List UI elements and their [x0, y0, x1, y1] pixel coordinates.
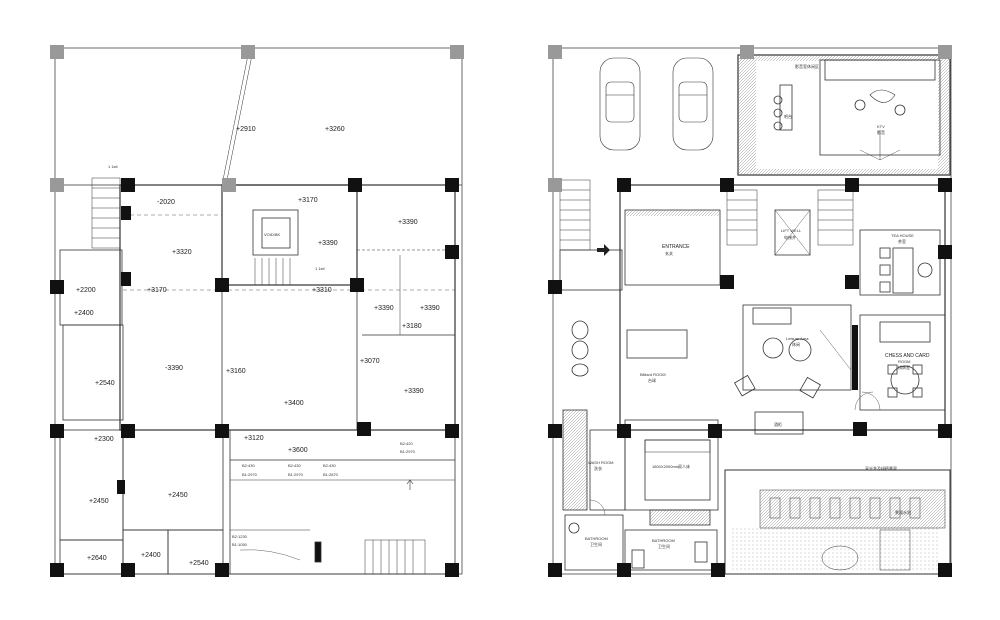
right-floor-plan — [552, 47, 952, 575]
note: B2:430 — [288, 463, 301, 468]
room-label-cn: 电梯井 — [784, 234, 796, 240]
level-label: +3390 — [420, 305, 440, 312]
note: B1:1050 — [232, 542, 248, 547]
room-label-bar: 吧台 — [784, 113, 792, 119]
room-label-chess: CHESS AND CARD — [885, 353, 930, 359]
level-label: +2400 — [141, 552, 161, 559]
level-label: +3320 — [172, 249, 192, 256]
left-level-labels: +2910 +3260 -2020 +3170 +3390 +3390 +332… — [74, 126, 440, 567]
level-label: +3390 — [318, 240, 338, 247]
level-label: +2450 — [168, 492, 188, 499]
room-label-wash: WASH ROOM — [588, 460, 613, 465]
level-label: +3170 — [298, 197, 318, 204]
room-label-cn: 棋牌室 — [898, 364, 910, 370]
room-label-desk: 酒柜 — [774, 421, 782, 427]
note: B1:2970 — [400, 449, 416, 454]
note: 1 1stl — [315, 266, 325, 271]
level-label: +3600 — [288, 447, 308, 454]
room-label-top: 影音室休闲区 — [795, 63, 819, 69]
stair-left-bottom — [364, 539, 426, 575]
note: B2:430 — [323, 463, 336, 468]
note: VOID/BK — [264, 232, 281, 237]
car-icon — [672, 57, 714, 151]
room-label-cn: 休闲 — [792, 341, 800, 347]
room-label-bath: BATHROOM — [652, 538, 675, 543]
level-label: +3070 — [360, 358, 380, 365]
note: B2:420 — [400, 441, 413, 446]
room-label-ktv: KTV — [877, 124, 885, 129]
room-label-billiard: Billiard ROOM — [640, 372, 666, 377]
level-label: +2450 — [89, 498, 109, 505]
level-label: +2200 — [76, 287, 96, 294]
level-label: +3310 — [312, 287, 332, 294]
room-label-entrance: ENTRANCE — [662, 244, 690, 250]
level-label: +2910 — [236, 126, 256, 133]
stair-right — [559, 179, 854, 251]
room-label-cn: 影音 — [877, 129, 885, 135]
left-floor-plan — [54, 47, 463, 575]
note: B1:2970 — [242, 472, 258, 477]
room-label-cn: 玄关 — [665, 250, 673, 256]
level-label: +3160 — [226, 368, 246, 375]
room-label-cn: 双人床 — [678, 463, 690, 469]
room-label-cn: 台球 — [648, 377, 656, 383]
level-label: +3180 — [402, 323, 422, 330]
note: 1 1stl — [108, 164, 118, 169]
room-label-cn: 洗衣 — [594, 465, 602, 471]
level-label: +3390 — [404, 388, 424, 395]
level-label: +3120 — [244, 435, 264, 442]
room-label-leisure: Leisure Area — [786, 336, 809, 341]
right-room-labels: ENTRANCE 玄关 LIFT WELL 电梯井 TEA HOUSE 茶室 B… — [585, 63, 930, 549]
level-label: +3390 — [398, 219, 418, 226]
note: B1:2970 — [288, 472, 304, 477]
level-label: +3390 — [374, 305, 394, 312]
room-label-bed: 1800X2000mm — [652, 464, 680, 469]
room-label-lightwell: 采光井及绿植景观 — [865, 465, 897, 471]
room-label-tea: TEA HOUSE — [891, 233, 914, 238]
room-label-bath: BATHROOM — [585, 536, 608, 541]
car-icon — [599, 57, 641, 151]
room-label-garden: 景观水池 — [895, 509, 911, 515]
level-label: +3170 — [147, 287, 167, 294]
level-label: -3390 — [165, 365, 183, 372]
stair-left-top — [91, 177, 121, 249]
room-label-cn: 茶室 — [898, 238, 906, 244]
note: B2:1230 — [232, 534, 248, 539]
left-columns — [50, 45, 464, 577]
right-columns — [548, 45, 952, 577]
level-label: +2400 — [74, 310, 94, 317]
level-label: +3400 — [284, 400, 304, 407]
level-label: +2540 — [95, 380, 115, 387]
level-label: -2020 — [157, 199, 175, 206]
room-label-lift: LIFT WELL — [781, 228, 802, 233]
note: B1:2870 — [323, 472, 339, 477]
room-label-cn: 卫生间 — [658, 543, 670, 549]
level-label: +3260 — [325, 126, 345, 133]
note: B2:430 — [242, 463, 255, 468]
room-label-cn: 卫生间 — [590, 541, 602, 547]
room-label-chess-2: ROOM — [898, 359, 910, 364]
level-label: +2640 — [87, 555, 107, 562]
level-label: +2540 — [189, 560, 209, 567]
level-label: +2300 — [94, 436, 114, 443]
